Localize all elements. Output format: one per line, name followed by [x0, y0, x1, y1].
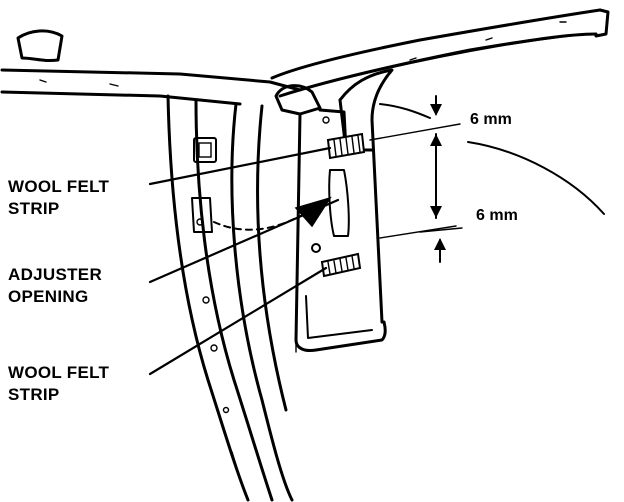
- leader-lines: [148, 146, 340, 376]
- wool-felt-strip-upper-shape: [326, 132, 366, 160]
- label-wool-felt-strip-lower: WOOL FELT STRIP: [8, 363, 110, 404]
- dimension-lines: [369, 95, 463, 263]
- dimension-label-lower: 6 mm: [476, 207, 518, 224]
- dimension-label-upper: 6 mm: [470, 111, 512, 128]
- label-wool-felt-strip-upper: WOOL FELT STRIP: [8, 177, 110, 218]
- label-wool-felt-strip-lower-line2: STRIP: [8, 385, 60, 404]
- label-adjuster-opening-line1: ADJUSTER: [8, 265, 102, 284]
- roof-rail: [0, 29, 302, 106]
- wool-felt-strip-lower-shape: [320, 252, 362, 278]
- window-glass-edge: [379, 103, 605, 215]
- door-pillar: [166, 94, 294, 502]
- label-adjuster-opening-line2: OPENING: [8, 287, 89, 306]
- label-wool-felt-strip-upper-line2: STRIP: [8, 199, 60, 218]
- label-wool-felt-strip-upper-line1: WOOL FELT: [8, 177, 110, 196]
- door-frame: [270, 8, 610, 324]
- label-adjuster-opening: ADJUSTER OPENING: [8, 265, 102, 306]
- label-wool-felt-strip-lower-line1: WOOL FELT: [8, 363, 110, 382]
